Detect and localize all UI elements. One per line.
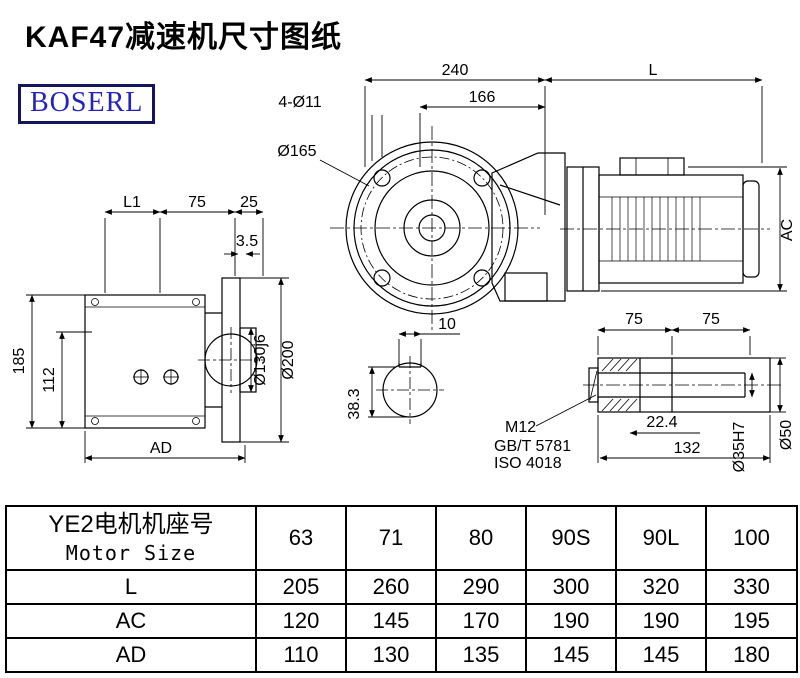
row-label-AC: AC: [5, 603, 257, 639]
table-row-L: L 205 260 290 300 320 330: [5, 569, 798, 605]
value-AD-71: 130: [345, 637, 437, 673]
motor-size-label-en: Motor Size: [65, 541, 197, 565]
dim-L1-label: L1: [123, 194, 141, 211]
motor-view: [560, 157, 770, 292]
dim-AD-label: AD: [150, 440, 172, 457]
dim-10-label: 10: [438, 316, 456, 333]
thread-M12-label: M12: [505, 419, 536, 436]
value-AC-100: 195: [705, 603, 798, 639]
motor-size-80: 80: [435, 505, 527, 571]
thread-hatching: [601, 358, 638, 412]
value-AD-90S: 145: [525, 637, 617, 673]
side-view: [84, 277, 264, 443]
value-AC-71: 145: [345, 603, 437, 639]
shaft-end-dimension-lines: [368, 331, 460, 418]
dim-L-label: L: [649, 62, 658, 79]
dim-166-label: 166: [469, 89, 496, 106]
shaft-detail-dimension-lines: [535, 327, 786, 463]
shaft-detail-view: [583, 357, 782, 413]
table-row-AC: AC 120 145 170 190 190 195: [5, 603, 798, 639]
motor-size-63: 63: [255, 505, 347, 571]
page-title: KAF47减速机尺寸图纸: [25, 21, 343, 54]
value-AC-80: 170: [435, 603, 527, 639]
brand-logo: BOSERL: [18, 84, 156, 124]
value-L-90L: 320: [615, 569, 707, 605]
motor-size-90L: 90L: [615, 505, 707, 571]
motor-size-header-cell: YE2电机机座号 Motor Size: [5, 505, 257, 571]
table-row-AD: AD 110 130 135 145 145 180: [5, 637, 798, 673]
dim-240-label: 240: [442, 62, 469, 79]
value-L-90S: 300: [525, 569, 617, 605]
dim-132-label: 132: [674, 440, 701, 457]
value-L-100: 330: [705, 569, 798, 605]
motor-size-71: 71: [345, 505, 437, 571]
value-AC-63: 120: [255, 603, 347, 639]
dimension-table: YE2电机机座号 Motor Size 63 71 80 90S 90L 100…: [5, 505, 798, 673]
dim-22-4-label: 22.4: [646, 414, 677, 431]
side-dimension-lines: [26, 209, 289, 463]
value-L-63: 205: [255, 569, 347, 605]
dim-25-label: 25: [240, 194, 258, 211]
dim-112-label: 112: [41, 367, 58, 393]
value-AC-90S: 190: [525, 603, 617, 639]
dim-bolt-holes-label: 4-Ø11: [278, 94, 321, 111]
dim-O165-label: Ø165: [277, 143, 316, 160]
dim-O35H7-label: Ø35H7: [731, 422, 748, 473]
motor-size-100: 100: [705, 505, 798, 571]
value-AD-63: 110: [255, 637, 347, 673]
std-iso-label: ISO 4018: [494, 455, 562, 472]
front-dimension-lines: [319, 77, 787, 292]
dim-O50-label: Ø50: [778, 420, 795, 450]
value-L-71: 260: [345, 569, 437, 605]
shaft-end-view: [376, 356, 444, 424]
dim-AC-label: AC: [779, 219, 796, 241]
dim-O200-label: Ø200: [280, 340, 297, 379]
dim-3-5-label: 3.5: [236, 233, 258, 250]
value-AD-100: 180: [705, 637, 798, 673]
row-label-AD: AD: [5, 637, 257, 673]
dim-185-label: 185: [11, 348, 28, 375]
dim-38-3-label: 38.3: [346, 388, 363, 419]
technical-drawing: 240 L 166 4-Ø11 Ø165 AC L1 75 25 3.5 185…: [11, 62, 796, 472]
front-view: [330, 126, 566, 332]
dim-O130j6-label: Ø130j6: [252, 334, 269, 386]
dim-75-label: 75: [188, 194, 206, 211]
dim-75-right-label: 75: [702, 311, 720, 328]
row-label-L: L: [5, 569, 257, 605]
table-header-row: YE2电机机座号 Motor Size 63 71 80 90S 90L 100: [5, 505, 798, 571]
motor-size-label-cn: YE2电机机座号: [48, 511, 214, 538]
value-AD-90L: 145: [615, 637, 707, 673]
value-AC-90L: 190: [615, 603, 707, 639]
std-gb-label: GB/T 5781: [494, 438, 571, 455]
value-AD-80: 135: [435, 637, 527, 673]
value-L-80: 290: [435, 569, 527, 605]
motor-size-90S: 90S: [525, 505, 617, 571]
dim-75-left-label: 75: [625, 311, 643, 328]
dimension-labels: 240 L 166 4-Ø11 Ø165 AC L1 75 25 3.5 185…: [11, 62, 796, 472]
